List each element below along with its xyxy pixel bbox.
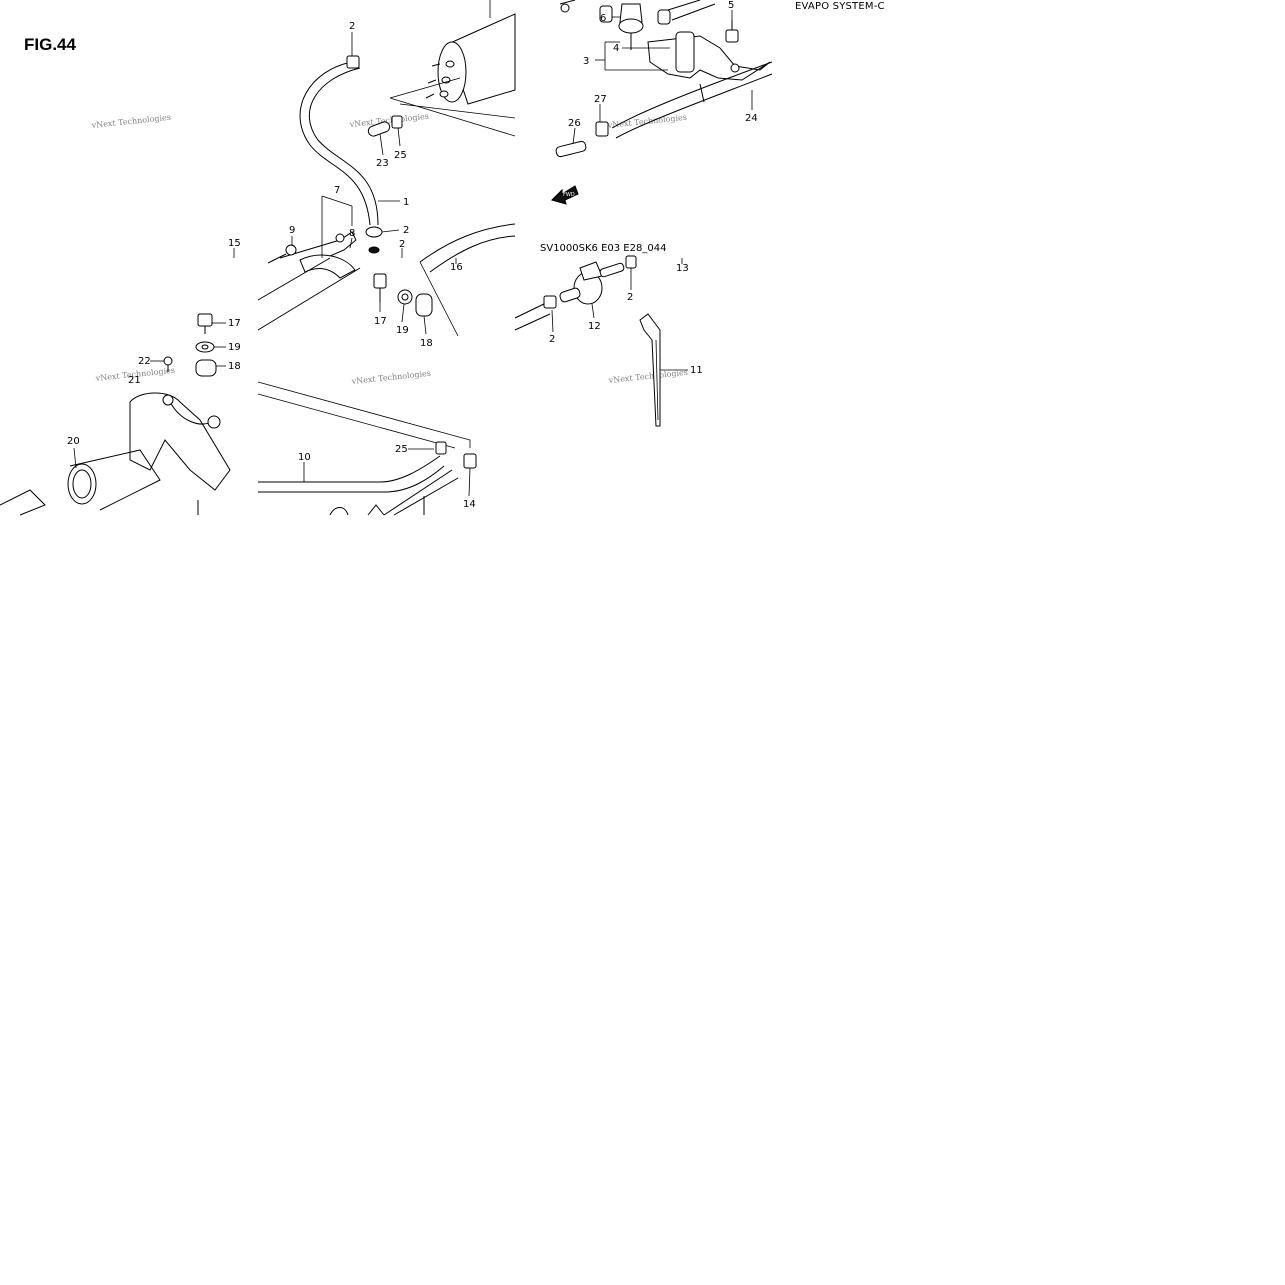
callout-23: 23 [376, 158, 389, 169]
callout-20: 20 [67, 436, 80, 447]
callout-2: 2 [403, 225, 409, 236]
right-top-drawing: FWD [551, 0, 773, 205]
callout-14: 14 [463, 499, 476, 510]
callout-2: 2 [349, 21, 355, 32]
callout-1: 1 [403, 197, 409, 208]
callout-5: 5 [728, 0, 734, 11]
callout-24: 24 [745, 113, 758, 124]
callout-26: 26 [568, 118, 581, 129]
callout-22: 22 [138, 356, 151, 367]
callout-19: 19 [228, 342, 241, 353]
fwd-arrow-icon: FWD [551, 185, 579, 205]
callout-16: 16 [450, 262, 463, 273]
callout-numbers: 2 25 23 1 7 9 8 2 2 15 16 17 19 18 17 19… [67, 0, 758, 510]
callout-2: 2 [627, 292, 633, 303]
watermark: vNext Technologies [606, 113, 687, 130]
callout-25: 25 [395, 444, 408, 455]
drawing-code: SV1000SK6 E03 E28_044 [540, 243, 666, 254]
system-title: EVAPO SYSTEM-C [795, 1, 885, 12]
callout-19: 19 [396, 325, 409, 336]
figure-label: FIG.44 [24, 35, 77, 54]
callout-3: 3 [583, 56, 589, 67]
callout-11: 11 [690, 365, 703, 376]
callout-18: 18 [228, 361, 241, 372]
watermark: vNext Technologies [350, 369, 431, 386]
right-bottom-drawing [514, 255, 661, 427]
callout-4: 4 [613, 43, 619, 54]
callout-6: 6 [600, 13, 606, 24]
callout-2: 2 [549, 334, 555, 345]
callout-17: 17 [228, 318, 241, 329]
callout-27: 27 [594, 94, 607, 105]
callout-2: 2 [399, 239, 405, 250]
callout-17: 17 [374, 316, 387, 327]
watermark: vNext Technologies [90, 113, 171, 130]
left-panel-drawing [0, 0, 516, 516]
callout-8: 8 [349, 228, 355, 239]
callout-18: 18 [420, 338, 433, 349]
callout-15: 15 [228, 238, 241, 249]
fwd-arrow-label: FWD [563, 192, 575, 198]
callout-9: 9 [289, 225, 295, 236]
callout-12: 12 [588, 321, 601, 332]
callout-21: 21 [128, 375, 141, 386]
leader-lines [73, 10, 753, 497]
canister [425, 0, 516, 105]
callout-10: 10 [298, 452, 311, 463]
callout-13: 13 [676, 263, 689, 274]
callout-7: 7 [334, 185, 340, 196]
callout-25: 25 [394, 150, 407, 161]
